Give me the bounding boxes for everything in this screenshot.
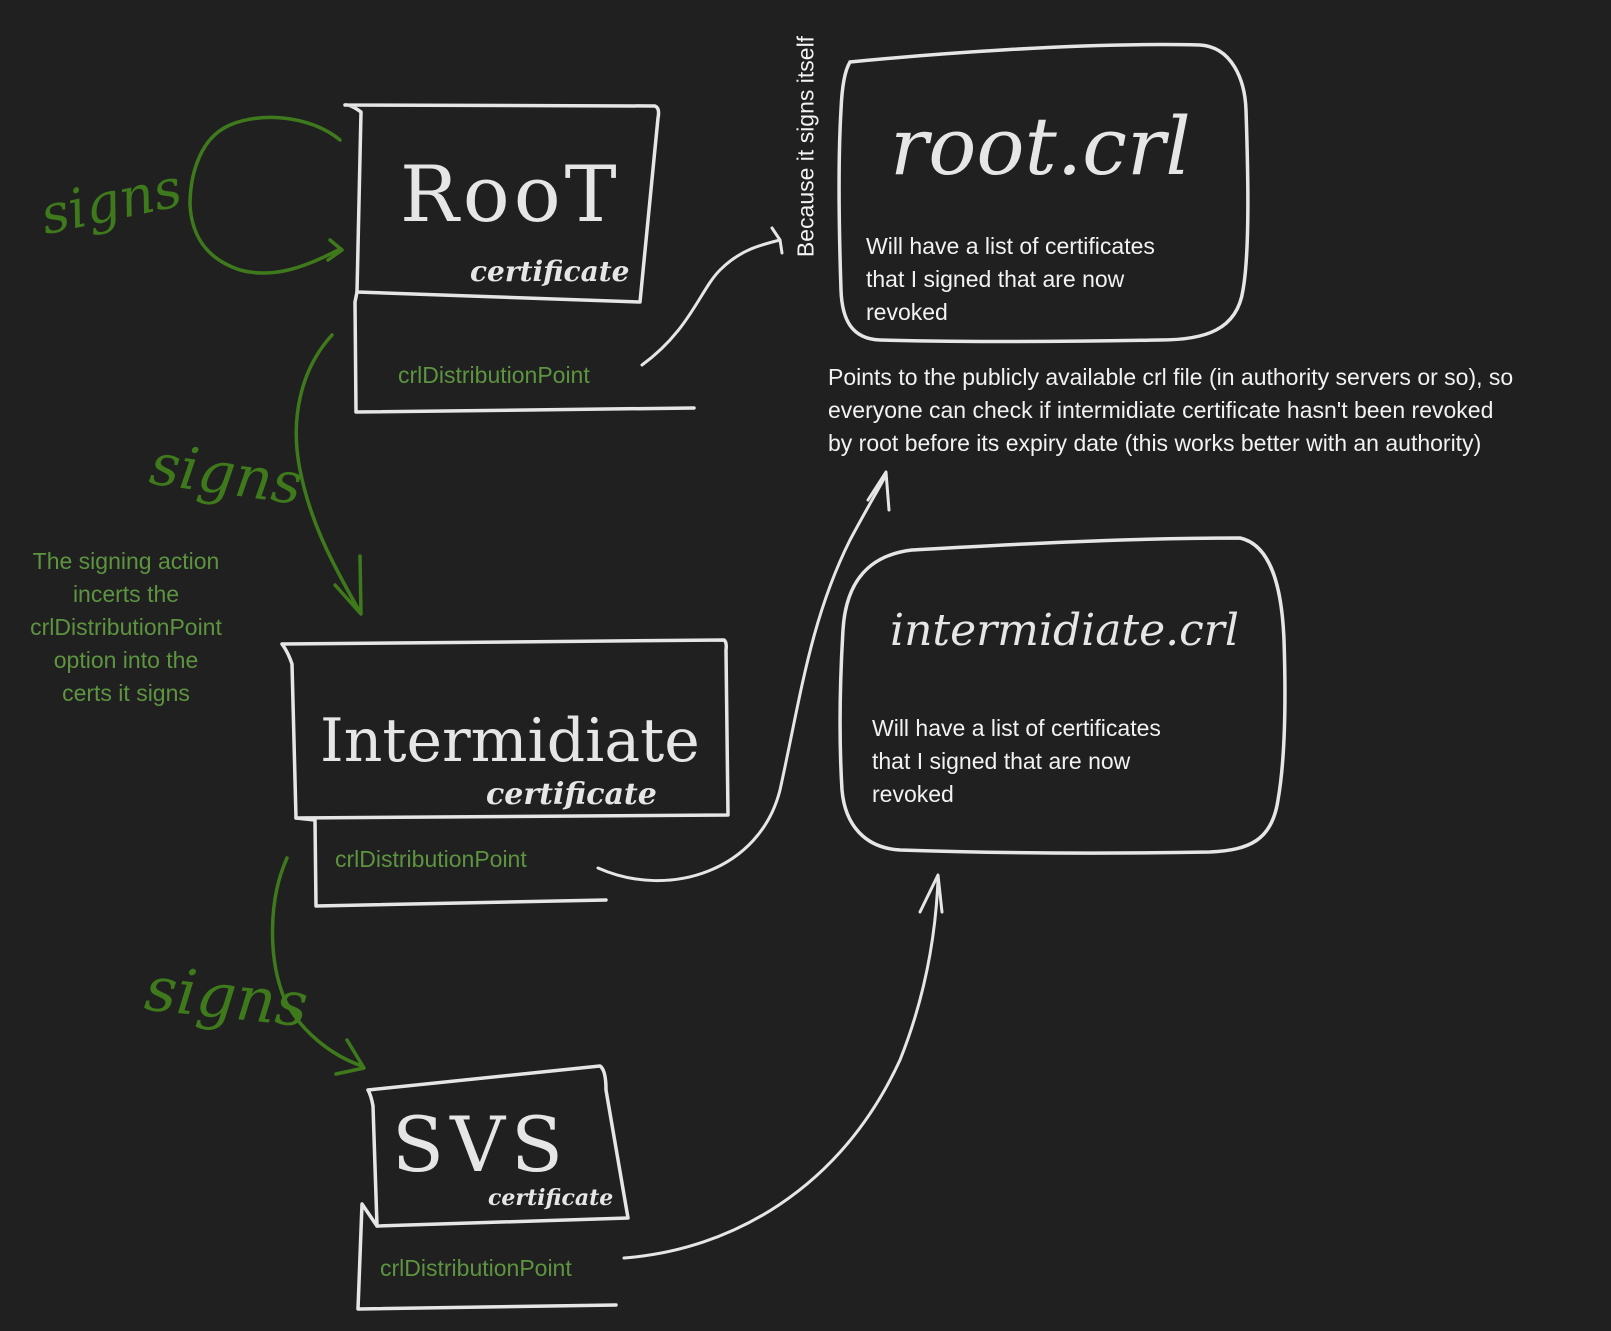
root-certificate-subtitle: certificate [470,255,630,288]
intermediate-crl-box [838,536,1287,855]
signs-arrow-root-to-intermediate [294,333,363,616]
intermediate-crl-description-line: that I signed that are now [872,748,1131,774]
root-crl-description-line: Will have a list of certificates [866,233,1155,259]
signing-action-note-line: The signing action [32,548,220,574]
root-crl-description: Will have a list of certificates that I … [866,230,1155,329]
points-to-note-line: by root before its expiry date (this wor… [828,430,1482,456]
signing-action-note-line: incerts the [72,581,180,607]
signs-arrow-intermediate-to-svs [270,856,366,1076]
arrow-root-to-root-crl [640,226,784,367]
intermediate-crl-title: intermidiate.crl [890,605,1239,656]
root-certificate-box [343,103,696,414]
signing-action-note: The signing action incerts the crlDistri… [6,545,246,710]
arrow-intermediate-to-note [596,470,891,882]
root-certificate-title: RooT [400,150,621,240]
root-crl-description-line: that I signed that are now [866,266,1125,292]
points-to-note-line: everyone can check if intermidiate certi… [828,397,1494,423]
points-to-note: Points to the publicly available crl fil… [828,361,1513,460]
root-crl-box [837,42,1250,344]
intermediate-crl-distribution-point: crlDistributionPoint [335,846,527,872]
arrow-svs-to-intermediate-crl [622,873,944,1260]
intermediate-crl-description-line: revoked [872,781,954,807]
signing-action-note-line: crlDistributionPoint [30,614,222,640]
points-to-note-line: Points to the publicly available crl fil… [828,364,1514,390]
self-sign-loop-arrow [188,115,344,275]
root-crl-title: root.crl [890,100,1191,193]
svs-crl-distribution-point: crlDistributionPoint [380,1255,572,1281]
svs-certificate-subtitle: certificate [488,1185,614,1211]
signing-action-note-line: certs it signs [62,680,190,706]
root-crl-description-line: revoked [866,299,948,325]
signing-action-note-line: option into the [53,647,199,673]
svs-certificate-box [356,1064,630,1311]
svs-certificate-title: SVS [392,1100,570,1189]
intermediate-certificate-box [280,638,730,908]
intermediate-crl-description: Will have a list of certificates that I … [872,712,1161,811]
intermediate-crl-description-line: Will have a list of certificates [872,715,1161,741]
intermediate-certificate-title: Intermidiate [320,706,700,776]
self-sign-note: Because it signs itself [792,35,819,258]
intermediate-certificate-subtitle: certificate [486,777,657,812]
root-crl-distribution-point: crlDistributionPoint [398,362,590,388]
